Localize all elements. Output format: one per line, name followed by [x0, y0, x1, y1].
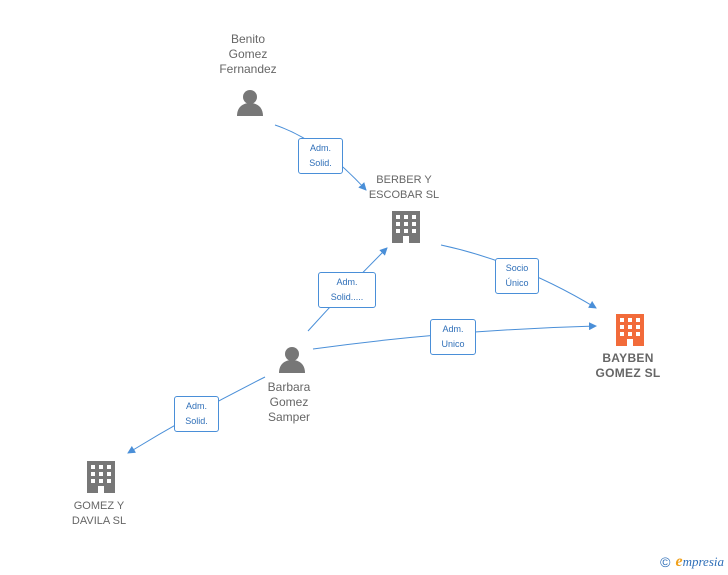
- edge-label-barbara-gomez-davila: Adm. Solid.: [174, 396, 219, 432]
- person-icon[interactable]: [237, 90, 263, 116]
- footer: © empresia: [660, 553, 724, 571]
- edge-label-benito-berber: Adm. Solid.: [298, 138, 343, 174]
- node-label-berber[interactable]: BERBER Y ESCOBAR SL: [368, 174, 440, 201]
- building-icon[interactable]: [87, 461, 115, 493]
- copyright-icon: ©: [660, 554, 671, 570]
- node-label-bayben[interactable]: BAYBEN GOMEZ SL: [595, 351, 661, 380]
- node-label-gomez-davila[interactable]: GOMEZ Y DAVILA SL: [71, 500, 127, 527]
- edge-label-berber-bayben: Socio Único: [495, 258, 539, 294]
- node-label-benito[interactable]: Benito Gomez Fernandez: [219, 32, 277, 76]
- edge-label-barbara-bayben: Adm. Unico: [430, 319, 476, 355]
- brand-logo[interactable]: empresia: [675, 553, 724, 571]
- node-label-barbara[interactable]: Barbara Gomez Samper: [267, 380, 311, 424]
- building-icon-focus[interactable]: [616, 314, 644, 346]
- brand-name: mpresia: [682, 554, 724, 569]
- brand-initial: e: [675, 553, 683, 570]
- edge-label-barbara-berber: Adm. Solid.....: [318, 272, 376, 308]
- person-icon[interactable]: [279, 347, 305, 373]
- building-icon[interactable]: [392, 211, 420, 243]
